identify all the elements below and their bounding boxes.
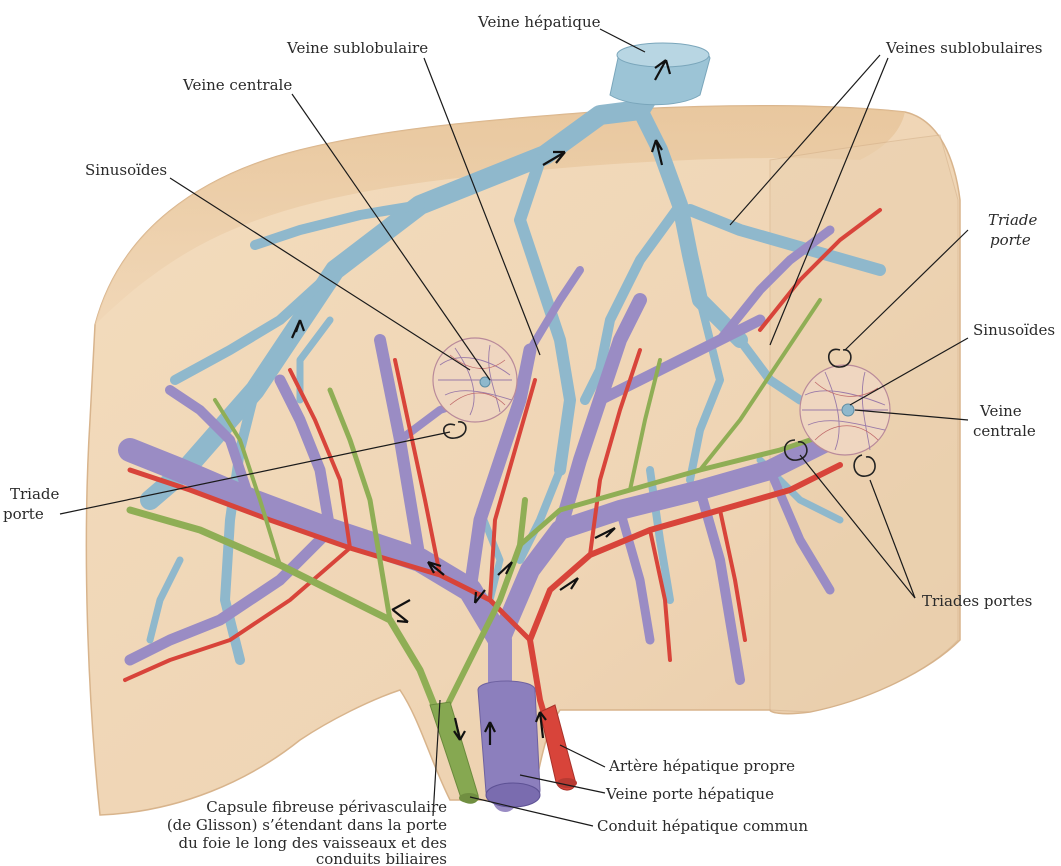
label-triade-porte-left-1: Triade bbox=[10, 485, 60, 503]
label-artere-hepatique-propre: Artère hépatique propre bbox=[608, 757, 795, 775]
hepatic-vein-trunk bbox=[610, 43, 710, 105]
label-veine-hepatique: Veine hépatique bbox=[477, 13, 601, 31]
label-triades-portes: Triades portes bbox=[922, 592, 1032, 610]
label-capsule-line4: conduits biliaires bbox=[316, 850, 447, 866]
label-triade-porte-right-2: porte bbox=[990, 231, 1031, 249]
label-veine-sublobulaire: Veine sublobulaire bbox=[286, 39, 428, 57]
label-veine-centrale-left: Veine centrale bbox=[182, 76, 292, 94]
label-triade-porte-right-1: Triade bbox=[988, 211, 1038, 229]
label-triade-porte-left-2: porte bbox=[3, 505, 44, 523]
label-conduit-hepatique-commun: Conduit hépatique commun bbox=[597, 817, 808, 835]
label-veine-centrale-right-1: Veine bbox=[979, 402, 1022, 420]
label-veines-sublobulaires: Veines sublobulaires bbox=[885, 39, 1042, 57]
label-veine-porte-hepatique: Veine porte hépatique bbox=[605, 785, 774, 803]
label-sinusoides-left: Sinusoïdes bbox=[85, 161, 167, 179]
label-sinusoides-right: Sinusoïdes bbox=[973, 321, 1055, 339]
label-capsule-line1: Capsule fibreuse périvasculaire bbox=[206, 798, 447, 816]
label-veine-centrale-right-2: centrale bbox=[973, 422, 1036, 440]
label-capsule-line2: (de Glisson) s’étendant dans la porte bbox=[167, 816, 447, 834]
